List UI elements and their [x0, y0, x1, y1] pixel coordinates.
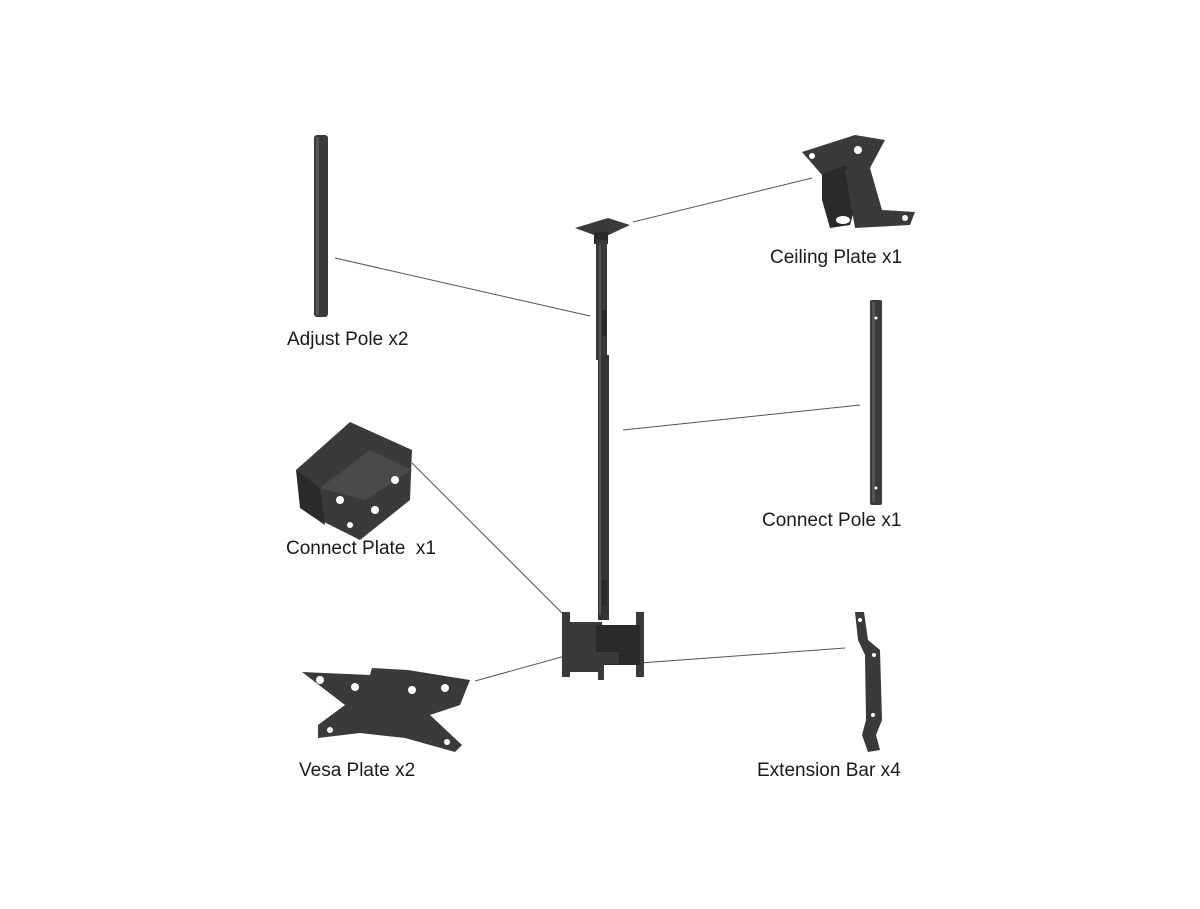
label-extension-bar: Extension Bar x4 — [757, 760, 901, 781]
vesa-plate-image — [302, 668, 470, 752]
leader-ceiling-plate — [632, 177, 813, 223]
leader-connect-plate — [411, 462, 568, 619]
ceiling-plate-image — [802, 135, 915, 228]
leader-lines — [334, 177, 861, 682]
connect-plate-image — [296, 422, 412, 540]
extension-bar-image — [855, 612, 882, 752]
label-ceiling-plate: Ceiling Plate x1 — [770, 247, 902, 268]
leader-vesa-plate — [474, 655, 566, 682]
label-connect-plate: Connect Plate x1 — [286, 538, 436, 559]
label-vesa-plate: Vesa Plate x2 — [299, 760, 415, 781]
label-connect-pole: Connect Pole x1 — [762, 510, 901, 531]
leader-adjust-pole — [334, 257, 591, 317]
connect-pole-image — [870, 300, 882, 505]
adjust-pole-image — [314, 135, 328, 317]
leader-connect-pole — [622, 404, 861, 431]
leader-extension-bar — [639, 647, 846, 664]
assembled-mount-image — [562, 218, 644, 680]
label-adjust-pole: Adjust Pole x2 — [287, 329, 408, 350]
